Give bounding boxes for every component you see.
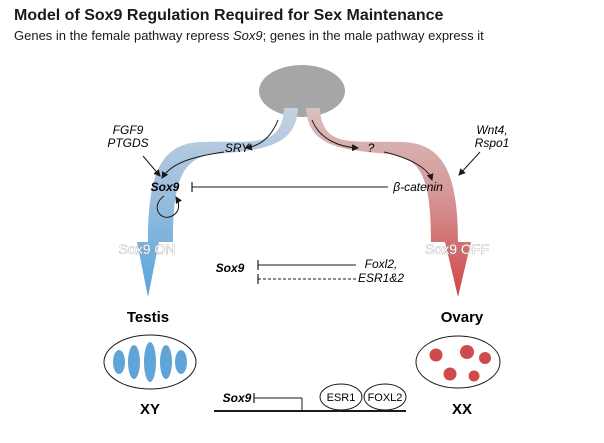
- foxl2-label: Foxl2,: [365, 257, 398, 271]
- sox9-node-label: Sox9: [151, 180, 180, 194]
- betacatenin-label: β-catenin: [392, 180, 443, 194]
- esr-label: ESR1&2: [358, 271, 404, 285]
- subtitle-part2: ; genes in the male pathway express it: [262, 28, 484, 43]
- wnt4-arrow: [458, 151, 481, 176]
- sry-arrow: [245, 119, 279, 151]
- subtitle-part1: Genes in the female pathway repress: [14, 28, 233, 43]
- sry-label: SRY: [225, 141, 250, 155]
- fgf9-arrow: [142, 155, 161, 177]
- ovary-follicle: [429, 348, 443, 362]
- wnt4-label: Wnt4,: [476, 123, 507, 137]
- testis-cord: [160, 345, 172, 379]
- foxl2-protein: [363, 383, 407, 411]
- diagram-title: Model of Sox9 Regulation Required for Se…: [14, 7, 444, 24]
- unknown-arrow: [311, 119, 359, 152]
- bipotential-gonad: [259, 65, 345, 117]
- ovary-follicle: [479, 352, 491, 364]
- testis-cord: [128, 345, 140, 379]
- rspo1-label: Rspo1: [475, 136, 510, 150]
- testis-cord: [144, 342, 156, 382]
- foxl2-protein-label: FOXL2: [368, 392, 403, 404]
- testis-shape: [103, 334, 197, 390]
- ovary-label: Ovary: [441, 309, 484, 326]
- sox9-off-label: Sox9 OFF: [425, 241, 489, 257]
- unknown-factor-label: ?: [368, 141, 375, 155]
- sox9-autoregulation-loop: [156, 195, 183, 218]
- fgf9-label: FGF9: [113, 123, 144, 137]
- testis-cord: [113, 350, 125, 374]
- middle-sox9-label: Sox9: [216, 261, 245, 275]
- esr1-protein: [319, 383, 363, 411]
- testis-label: Testis: [127, 309, 169, 326]
- subtitle-gene: Sox9: [232, 28, 263, 43]
- female-pathway-arrow: [306, 108, 471, 297]
- esr1-label: ESR1: [327, 392, 356, 404]
- unknown-to-betacatenin-arrow: [383, 151, 434, 181]
- ovary-follicle: [468, 370, 480, 382]
- xy-label: XY: [140, 401, 160, 418]
- ptgds-label: PTGDS: [107, 136, 148, 150]
- sry-to-sox9-arrow: [161, 151, 225, 179]
- male-pathway-arrow: [137, 108, 298, 297]
- ovary-follicle: [443, 367, 457, 381]
- testis-cord: [175, 350, 187, 374]
- gene-sox9-label: Sox9: [223, 391, 252, 405]
- sox9-on-label: Sox9 ON: [119, 241, 176, 257]
- xx-label: XX: [452, 401, 472, 418]
- ovary-shape: [415, 335, 501, 389]
- diagram-subtitle: Genes in the female pathway repress Sox9…: [14, 28, 484, 43]
- ovary-follicle: [460, 345, 474, 359]
